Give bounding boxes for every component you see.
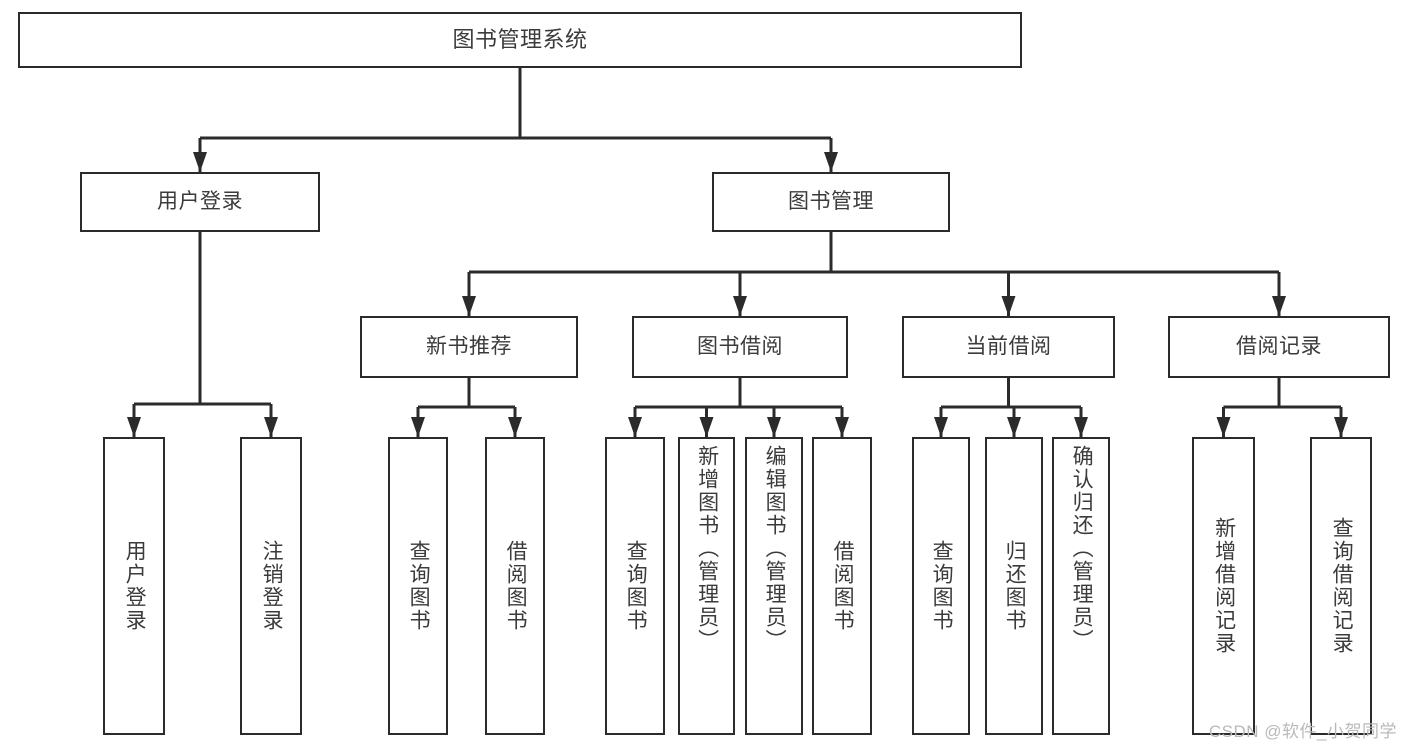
node-leaf-user-login[interactable]: 用户登录 [103,437,165,735]
arrowhead-icon [127,417,141,437]
node-leaf-borrow-edit[interactable]: 编辑图书（管理员） [745,437,803,735]
node-label: 查询图书 [930,540,954,632]
arrowhead-icon [934,417,948,437]
node-label: 图书借阅 [697,334,783,358]
arrowhead-icon [699,417,714,437]
arrowhead-icon [462,296,476,316]
node-label: 注销登录 [260,540,284,632]
node-label: 借阅记录 [1236,334,1322,358]
arrowhead-icon [835,417,849,437]
node-label: 用户登录 [157,189,243,213]
node-leaf-cur-return[interactable]: 归还图书 [985,437,1043,735]
arrowhead-icon [411,417,425,437]
node-leaf-borrow-add[interactable]: 新增图书（管理员） [678,437,735,735]
arrowhead-icon [1007,417,1021,437]
node-current-borrow[interactable]: 当前借阅 [902,316,1115,378]
node-label: 借阅图书 [504,540,528,632]
arrowhead-icon [1001,296,1016,316]
arrowhead-icon [628,417,642,437]
node-leaf-cur-confirm[interactable]: 确认归还（管理员） [1052,437,1110,735]
node-label: 查询借阅记录 [1330,517,1354,655]
node-label: 借阅图书 [831,540,855,632]
node-new-book-rec[interactable]: 新书推荐 [360,316,578,378]
node-leaf-cur-query[interactable]: 查询图书 [912,437,970,735]
node-leaf-rec-add[interactable]: 新增借阅记录 [1192,437,1255,735]
node-label: 当前借阅 [965,334,1052,358]
arrowhead-icon [1334,417,1348,437]
node-leaf-borrow-query[interactable]: 查询图书 [605,437,665,735]
arrowhead-icon [767,417,781,437]
node-leaf-rec-search[interactable]: 查询借阅记录 [1310,437,1372,735]
arrowhead-icon [193,152,207,172]
node-user-login[interactable]: 用户登录 [80,172,320,232]
arrowhead-icon [1272,296,1286,316]
node-label: 确认归还（管理员） [1070,445,1094,652]
arrowhead-icon [733,296,747,316]
node-label: 新增图书（管理员） [695,445,719,652]
arrowhead-icon [1074,417,1088,437]
node-label: 查询图书 [624,540,648,632]
node-label: 编辑图书（管理员） [763,445,787,652]
node-book-manage[interactable]: 图书管理 [712,172,950,232]
node-label: 用户登录 [123,540,147,632]
node-borrow-record[interactable]: 借阅记录 [1168,316,1390,378]
node-root[interactable]: 图书管理系统 [18,12,1022,68]
arrowhead-icon [1216,417,1231,437]
node-label: 查询图书 [407,540,431,632]
arrowhead-icon [264,417,278,437]
node-leaf-rec-query[interactable]: 查询图书 [388,437,448,735]
node-label: 图书管理系统 [452,27,588,53]
node-leaf-borrow-lend[interactable]: 借阅图书 [812,437,872,735]
node-label: 归还图书 [1003,540,1027,632]
watermark: CSDN @软件_小贺同学 [1208,722,1397,741]
node-label: 新书推荐 [426,334,512,358]
node-book-borrow[interactable]: 图书借阅 [632,316,848,378]
node-leaf-rec-borrow[interactable]: 借阅图书 [485,437,545,735]
arrowhead-icon [824,152,838,172]
node-leaf-user-logout[interactable]: 注销登录 [240,437,302,735]
node-label: 新增借阅记录 [1212,517,1236,655]
node-label: 图书管理 [788,189,874,213]
arrowhead-icon [508,417,522,437]
